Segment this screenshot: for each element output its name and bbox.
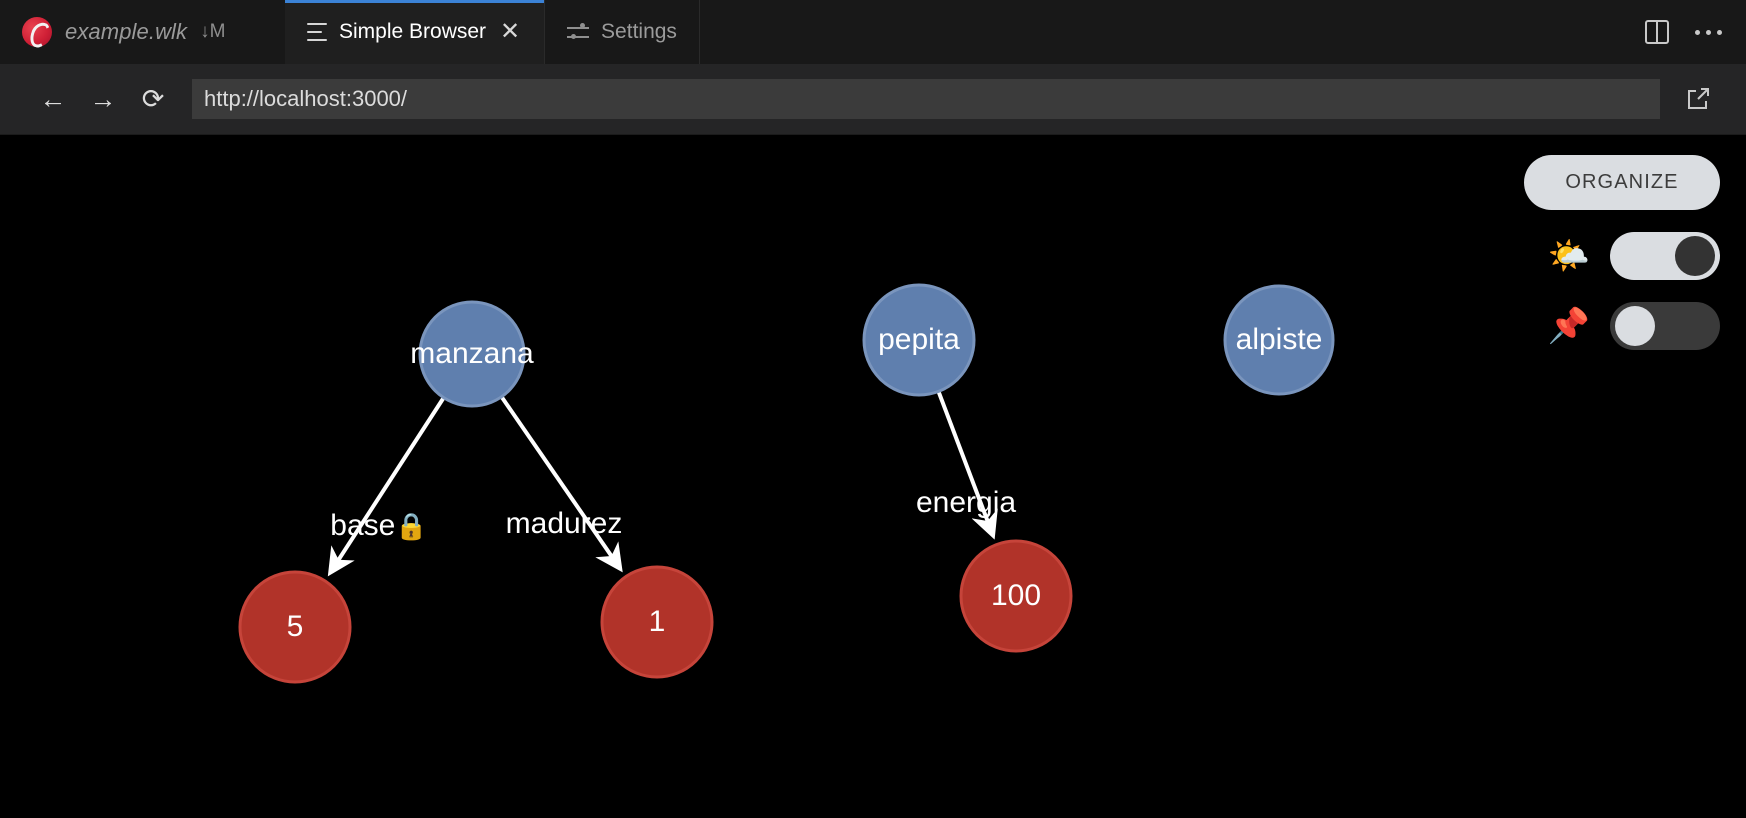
theme-toggle-row: 🌤️: [1548, 232, 1720, 280]
graph-edge-madurez[interactable]: [499, 395, 623, 573]
organize-button[interactable]: ORGANIZE: [1524, 155, 1720, 210]
edge-label-base[interactable]: base🔒: [330, 509, 427, 543]
theme-toggle[interactable]: [1610, 232, 1720, 280]
app-logo-icon: [22, 17, 52, 47]
graph-node-cien[interactable]: [959, 539, 1073, 653]
graph-node-five[interactable]: [238, 570, 352, 684]
browser-toolbar: ← → ⟳: [0, 64, 1746, 135]
pin-toggle[interactable]: [1610, 302, 1720, 350]
pin-toggle-row: 📌: [1548, 302, 1720, 350]
graph-node-alpiste[interactable]: [1223, 284, 1335, 396]
edge-label-text: energia: [915, 486, 1017, 519]
lock-icon: 🔒: [395, 511, 428, 541]
sliders-icon: [567, 23, 590, 41]
reload-icon[interactable]: ⟳: [141, 83, 165, 114]
edges-layer: [327, 390, 998, 577]
nodes-layer: [238, 283, 1335, 684]
forward-icon[interactable]: →: [89, 83, 117, 114]
edge-label-text: base: [330, 509, 396, 542]
tab-bar: example.wlk ↓M Simple Browser ✕ Settings: [0, 0, 1746, 64]
open-external-icon[interactable]: [1672, 74, 1724, 124]
lines-icon: [307, 23, 327, 41]
graph-edge-base[interactable]: [327, 396, 446, 577]
editor-file-label[interactable]: example.wlk ↓M: [0, 0, 285, 64]
theme-toggle-knob: [1675, 236, 1715, 276]
overlay-controls: ORGANIZE 🌤️ 📌: [1524, 155, 1720, 350]
edge-label-energia[interactable]: energia: [916, 486, 1016, 520]
close-icon[interactable]: ✕: [499, 18, 521, 45]
ellipsis-icon[interactable]: [1695, 20, 1722, 44]
sun-behind-cloud-icon: 🌤️: [1547, 237, 1590, 275]
tab-settings[interactable]: Settings: [545, 0, 700, 64]
graph-node-manzana[interactable]: [418, 300, 526, 408]
url-input[interactable]: [192, 79, 1660, 119]
tab-bar-actions: [1635, 0, 1746, 64]
tab-simple-browser-label: Simple Browser: [339, 20, 487, 43]
editor-filename: example.wlk: [65, 19, 188, 44]
graph-node-one[interactable]: [600, 565, 714, 679]
graph-svg: [238, 283, 1335, 684]
tab-simple-browser[interactable]: Simple Browser ✕: [285, 0, 546, 64]
tab-settings-label: Settings: [601, 20, 677, 43]
tab-bar-spacer: [699, 0, 1635, 64]
edge-label-madurez[interactable]: madurez: [506, 507, 623, 541]
edge-label-text: madurez: [505, 507, 623, 540]
split-editor-icon[interactable]: [1645, 20, 1669, 44]
pin-toggle-knob: [1615, 306, 1655, 346]
back-icon[interactable]: ←: [39, 83, 67, 114]
editor-dirty-indicator: ↓M: [200, 21, 226, 42]
pushpin-icon: 📌: [1547, 307, 1590, 345]
graph-node-pepita[interactable]: [862, 283, 976, 397]
graph-edge-energia[interactable]: [936, 390, 998, 540]
